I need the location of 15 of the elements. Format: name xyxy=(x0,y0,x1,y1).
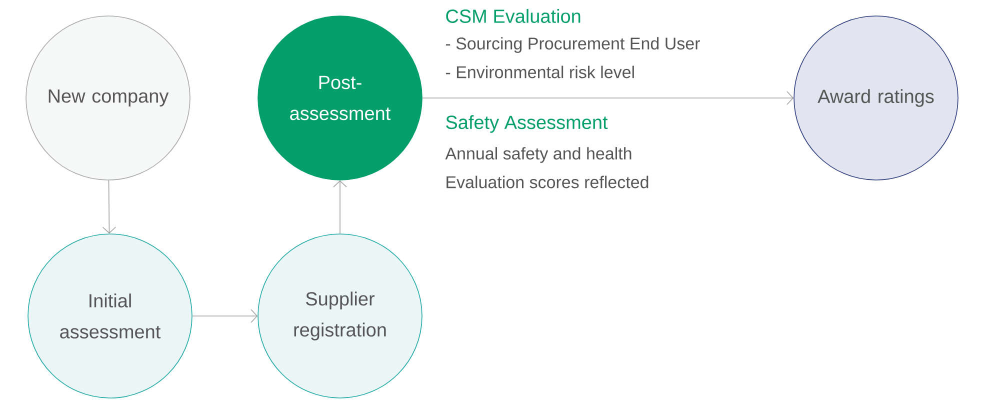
heading: Safety Assessment xyxy=(446,115,608,133)
circle-node: Post-assessment xyxy=(258,16,422,180)
heading: CSM Evaluation xyxy=(446,9,580,23)
note-text: Annual safety and health xyxy=(445,147,632,163)
note-text: - Environmental risk level xyxy=(446,66,634,78)
note-text: - Sourcing Procurement End User xyxy=(446,37,700,53)
arrow xyxy=(192,309,258,323)
note-text: Evaluation scores reflected xyxy=(446,176,648,188)
arrow xyxy=(102,180,116,234)
circle-node: Award ratings xyxy=(794,16,958,180)
circle-node: New company xyxy=(26,16,190,180)
circle-node: Initial assessment xyxy=(28,234,192,398)
circle-node: Supplier registration xyxy=(258,234,422,398)
arrow xyxy=(333,180,347,234)
arrow xyxy=(422,91,794,105)
